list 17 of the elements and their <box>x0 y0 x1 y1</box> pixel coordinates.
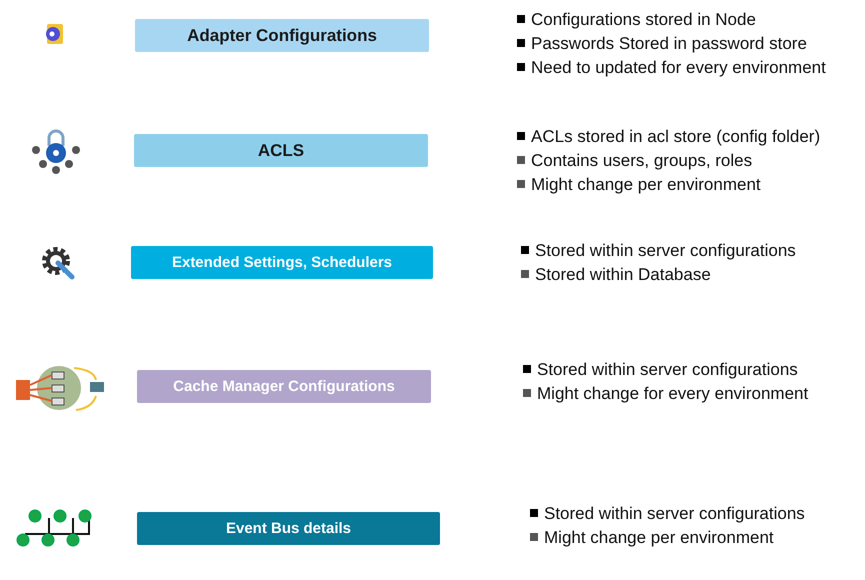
bullet-text: Stored within server configurations <box>544 504 805 523</box>
bullet-text: Passwords Stored in password store <box>531 34 807 53</box>
bullet-text: Might change per environment <box>544 528 774 547</box>
category-bar: Extended Settings, Schedulers <box>131 246 433 279</box>
bullet-text: Contains users, groups, roles <box>531 151 752 170</box>
category-bar: ACLS <box>134 134 428 167</box>
category-bar: Adapter Configurations <box>135 19 429 52</box>
bullet-text: Stored within server configurations <box>537 360 798 379</box>
category-bar: Cache Manager Configurations <box>137 370 431 403</box>
bullet-text: Might change per environment <box>531 175 761 194</box>
bullet-text: Might change for every environment <box>537 384 808 403</box>
bullet-text: Configurations stored in Node <box>531 10 756 29</box>
bullet-text: Need to updated for every environment <box>531 58 826 77</box>
bullet-text: Stored within server configurations <box>535 241 796 260</box>
bullet-text: ACLs stored in acl store (config folder) <box>531 127 820 146</box>
bullet-text: Stored within Database <box>535 265 711 284</box>
category-bar: Event Bus details <box>137 512 440 545</box>
